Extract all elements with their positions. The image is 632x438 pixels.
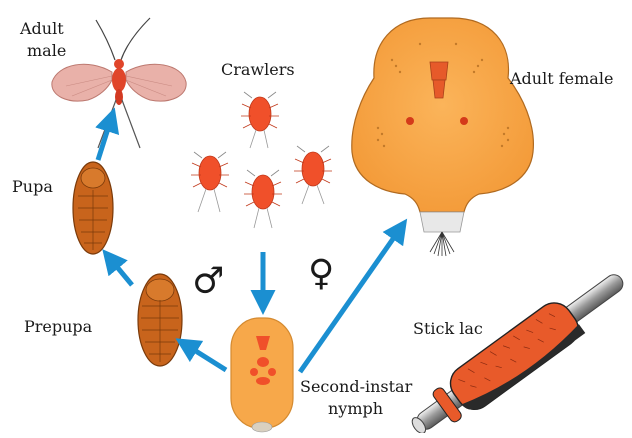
label-second-instar-line1: Second-instar xyxy=(300,377,413,396)
arrow-pupa-to-male xyxy=(98,116,112,160)
adult-male-insect xyxy=(52,18,186,148)
stick-lac xyxy=(401,260,632,433)
arrow-nymph-to-prepupa xyxy=(183,343,226,370)
crawler xyxy=(191,152,229,212)
label-adult-female: Adult female xyxy=(509,69,613,88)
crawler xyxy=(294,146,332,204)
label-pupa: Pupa xyxy=(12,177,53,196)
female-symbol: ♀ xyxy=(308,253,334,294)
prepupa-insect xyxy=(138,274,182,366)
male-symbol: ♂ xyxy=(192,261,224,302)
label-crawlers: Crawlers xyxy=(221,60,295,79)
label-second-instar-line2: nymph xyxy=(328,399,383,418)
pupa-insect xyxy=(73,162,113,254)
label-adult-male-line1: Adult xyxy=(19,19,64,38)
anal-ring-setae xyxy=(430,232,454,256)
label-stick-lac: Stick lac xyxy=(413,319,483,338)
arrow-nymph-to-female xyxy=(300,226,402,372)
arrow-prepupa-to-pupa xyxy=(108,256,132,285)
crawler xyxy=(244,170,282,228)
crawler xyxy=(241,92,279,148)
crawlers-group xyxy=(191,92,332,228)
second-instar-nymph xyxy=(231,318,293,432)
adult-female-insect xyxy=(352,18,534,256)
label-prepupa: Prepupa xyxy=(24,317,93,336)
label-adult-male-line2: male xyxy=(27,41,66,60)
